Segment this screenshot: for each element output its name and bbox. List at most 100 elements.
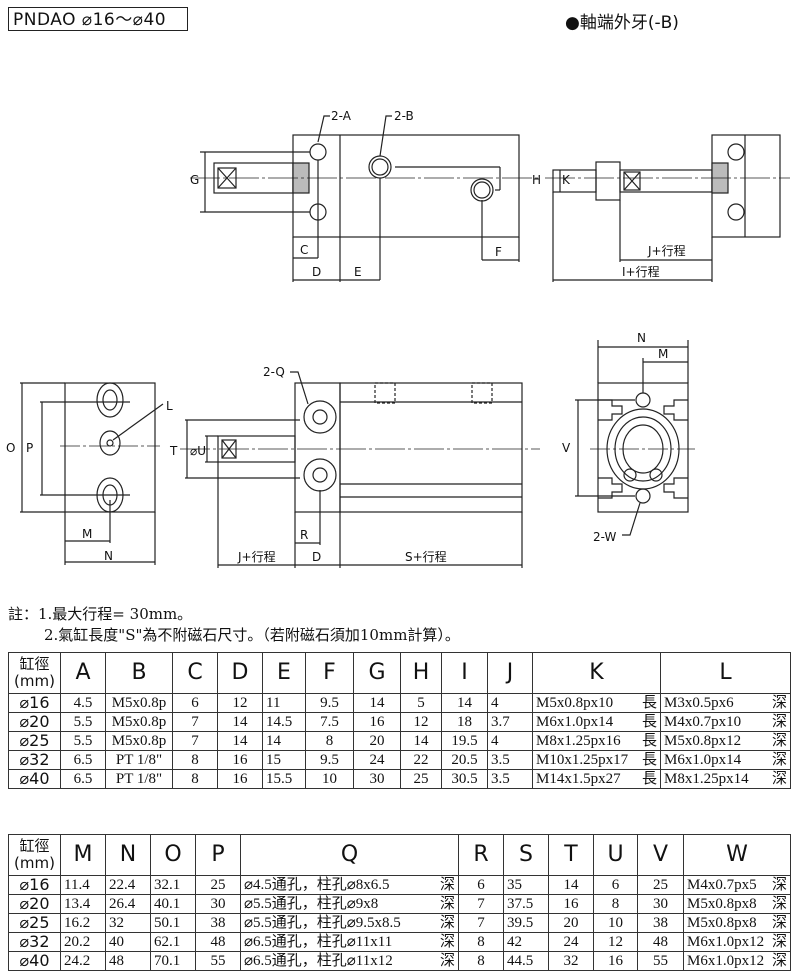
column-header-w: W [683, 834, 791, 876]
cell-a: 5.5 [60, 712, 106, 732]
cell-i: 30.5 [441, 769, 488, 789]
cell-suffix: 長 [641, 695, 657, 711]
cell-r: 6 [458, 875, 504, 895]
cell-suffix: 深 [771, 915, 787, 931]
cell-v: 48 [637, 932, 684, 952]
cell-c: 6 [172, 693, 218, 713]
cell-value: M8x1.25px14 [664, 771, 749, 787]
cell-bore: ⌀40 [8, 769, 61, 789]
cell-a: 6.5 [60, 769, 106, 789]
column-header-i: I [441, 652, 488, 694]
cell-s: 42 [503, 932, 549, 952]
column-header-l: L [660, 652, 791, 694]
cell-suffix: 深 [771, 953, 787, 969]
note-max-stroke: 註：1.最大行程= 30mm。 [8, 605, 193, 623]
cell-e: 14.5 [262, 712, 306, 732]
cell-u: 16 [593, 951, 638, 971]
label-o: O [6, 441, 15, 455]
column-header-s: S [503, 834, 549, 876]
cell-d: 14 [217, 712, 263, 732]
cell-suffix: 深 [771, 771, 787, 787]
cell-suffix: 深 [439, 915, 455, 931]
cell-f: 10 [305, 769, 354, 789]
cell-h: 5 [400, 693, 442, 713]
column-header-r: R [458, 834, 504, 876]
cell-suffix: 長 [641, 771, 657, 787]
cell-bore: ⌀20 [8, 894, 61, 914]
label-r: R [300, 528, 308, 542]
column-header-e: E [262, 652, 306, 694]
column-header-m: M [60, 834, 106, 876]
cell-g: 16 [353, 712, 401, 732]
label-l: L [166, 399, 173, 413]
cell-value: M6x1.0px14 [664, 752, 742, 768]
cell-n: 26.4 [105, 894, 151, 914]
cell-e: 11 [262, 693, 306, 713]
label-2a: 2-A [331, 109, 352, 123]
cell-r: 7 [458, 913, 504, 933]
cell-suffix: 長 [641, 733, 657, 749]
column-header-g: G [353, 652, 401, 694]
cell-d: 16 [217, 769, 263, 789]
cell-s: 44.5 [503, 951, 549, 971]
cell-value: M4x0.7px5 [687, 877, 757, 893]
cell-h: 14 [400, 731, 442, 751]
column-header-f: F [305, 652, 354, 694]
cell-bore: ⌀40 [8, 951, 61, 971]
cell-p: 55 [195, 951, 241, 971]
cell-bore: ⌀25 [8, 731, 61, 751]
note-cylinder-length: 2.氣缸長度"S"為不附磁石尺寸。（若附磁石須加10mm計算）。 [44, 626, 460, 644]
cell-o: 32.1 [150, 875, 196, 895]
end-view-right: N M V 2-W [562, 331, 695, 544]
cell-l: M8x1.25px14 深 [660, 769, 791, 789]
cell-suffix: 深 [439, 896, 455, 912]
cell-a: 6.5 [60, 750, 106, 770]
cell-a: 4.5 [60, 693, 106, 713]
cell-c: 7 [172, 712, 218, 732]
cell-suffix: 深 [771, 752, 787, 768]
cell-i: 20.5 [441, 750, 488, 770]
cell-v: 38 [637, 913, 684, 933]
model-title: PNDAO ⌀16～⌀40 [8, 7, 188, 31]
cell-value: M6x1.0px12 [687, 934, 765, 950]
label-d-bottom: D [312, 550, 321, 564]
cell-value: ⌀5.5通孔，柱孔⌀9x8 [244, 896, 379, 912]
label-g: G [190, 173, 199, 187]
cell-d: 14 [217, 731, 263, 751]
cell-f: 9.5 [305, 693, 354, 713]
column-header-b: B [105, 652, 173, 694]
label-j-stroke-bottom: J+行程 [237, 549, 276, 564]
cell-bore: ⌀32 [8, 932, 61, 952]
cell-g: 30 [353, 769, 401, 789]
cell-suffix: 深 [439, 934, 455, 950]
cell-m: 13.4 [60, 894, 106, 914]
cell-suffix: 深 [439, 877, 455, 893]
label-u: ⌀U [190, 444, 206, 458]
column-header-q: Q [240, 834, 459, 876]
label-m-left: M [82, 527, 92, 541]
cell-value: M6x1.0px14 [536, 714, 614, 730]
cell-bore: ⌀32 [8, 750, 61, 770]
variant-label: ●軸端外牙(-B) [565, 13, 679, 33]
cell-u: 6 [593, 875, 638, 895]
cell-suffix: 長 [641, 714, 657, 730]
cell-bore: ⌀20 [8, 712, 61, 732]
cell-j: 3.5 [487, 769, 533, 789]
cell-value: ⌀4.5通孔，柱孔⌀8x6.5 [244, 877, 390, 893]
cell-h: 25 [400, 769, 442, 789]
cell-t: 14 [548, 875, 594, 895]
label-v: V [562, 441, 571, 455]
cell-q: ⌀5.5通孔，柱孔⌀9.5x8.5 深 [240, 913, 459, 933]
cell-value: ⌀5.5通孔，柱孔⌀9.5x8.5 [244, 915, 401, 931]
column-header-c: C [172, 652, 218, 694]
label-d: D [312, 265, 321, 279]
cell-q: ⌀4.5通孔，柱孔⌀8x6.5 深 [240, 875, 459, 895]
